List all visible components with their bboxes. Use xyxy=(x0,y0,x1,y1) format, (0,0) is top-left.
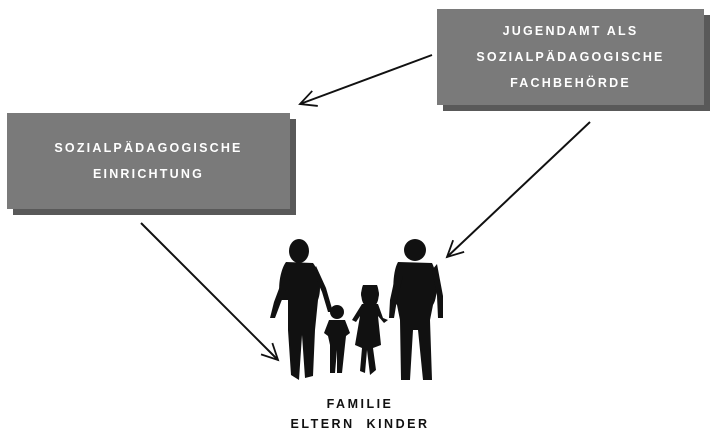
node-familie-line-1: FAMILIE xyxy=(326,397,394,411)
node-familie-caption: FAMILIE ELTERN KINDER xyxy=(270,394,450,434)
node-jugendamt-line-1: JUGENDAMT ALS xyxy=(502,24,639,38)
node-jugendamt: JUGENDAMT ALS SOZIALPÄDAGOGISCHE FACHBEH… xyxy=(437,9,704,105)
node-jugendamt-line-3: FACHBEHÖRDE xyxy=(510,76,631,90)
family-silhouette-icon xyxy=(270,239,443,380)
mother-figure xyxy=(270,239,333,380)
boy-figure xyxy=(324,305,350,373)
node-familie-line-2: ELTERN KINDER xyxy=(290,417,430,431)
girl-figure xyxy=(352,285,388,375)
node-einrichtung: SOZIALPÄDAGOGISCHE EINRICHTUNG xyxy=(7,113,290,209)
arrow-jugendamt-to-einrichtung xyxy=(300,54,433,104)
node-einrichtung-line-1: SOZIALPÄDAGOGISCHE xyxy=(54,141,243,155)
node-jugendamt-line-2: SOZIALPÄDAGOGISCHE xyxy=(476,50,665,64)
arrow-einrichtung-to-familie xyxy=(140,222,278,360)
arrow-jugendamt-to-familie xyxy=(447,121,591,257)
node-einrichtung-line-2: EINRICHTUNG xyxy=(92,167,204,181)
father-figure xyxy=(389,239,443,380)
